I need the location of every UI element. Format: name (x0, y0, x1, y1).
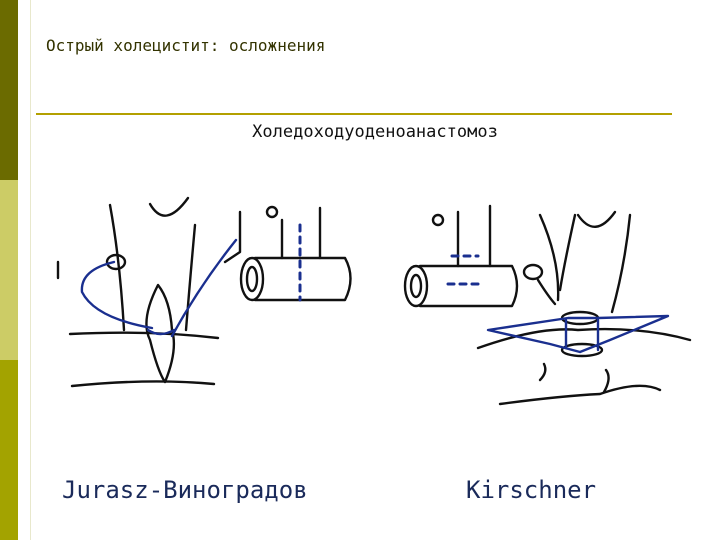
slide-subtitle: Холедоходуоденоанастомоз (252, 122, 498, 142)
right-duct-right-wall (610, 213, 632, 314)
left-stalk-ring (265, 205, 279, 219)
caption-kirschner: Kirschner (466, 476, 597, 504)
right-cylinder-end (403, 264, 429, 308)
right-fold-1 (538, 362, 547, 382)
right-fold-2 (602, 368, 610, 394)
side-bar-middle (0, 180, 18, 360)
left-suture-right (170, 238, 238, 338)
left-duct-right-wall (184, 223, 197, 332)
right-stump-line (536, 278, 557, 306)
left-cylinder-lumen (245, 265, 259, 293)
left-cylinder-body (253, 256, 352, 302)
side-bar-bottom (0, 360, 18, 540)
right-stalk-ring (431, 213, 445, 227)
right-duct-left-wall (558, 213, 577, 292)
left-duct-left-wall (108, 203, 126, 332)
slide-title: Острый холецистит: осложнения (46, 36, 326, 55)
right-duodenum-bottom (498, 384, 662, 406)
side-divider (30, 0, 31, 540)
title-rule (36, 113, 672, 115)
caption-jurasz-vinogradov: Jurasz-Виноградов (62, 476, 308, 504)
left-duodenum-bottom (70, 380, 216, 388)
right-duct-branch (538, 213, 560, 302)
left-ligated-stump (105, 253, 127, 271)
left-suture-knot (146, 328, 176, 336)
right-duct-fork (576, 210, 617, 228)
right-duodenum-top (476, 327, 692, 350)
right-suture-rhomb (486, 314, 670, 354)
left-figure (56, 196, 352, 388)
right-cylinder-lumen (409, 273, 423, 299)
left-duodenum-top (68, 331, 220, 340)
left-cylinder-end (239, 256, 265, 302)
right-cylinder-body (418, 264, 519, 308)
left-duct-fork (148, 196, 190, 217)
left-duct-branch (223, 210, 242, 264)
right-figure (403, 204, 692, 406)
left-suture-left (80, 260, 154, 330)
side-bar-top (0, 0, 18, 180)
right-anastomosis-bottom (560, 342, 604, 358)
right-ligated-stump (522, 263, 544, 281)
